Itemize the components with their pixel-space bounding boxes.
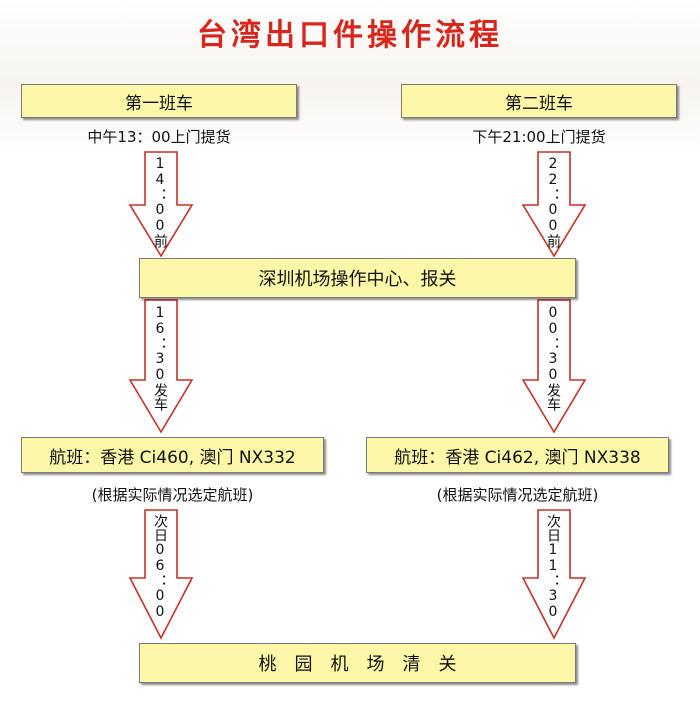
- arrow-down-right-2: [521, 299, 587, 434]
- shift1-box: 第一班车: [21, 84, 297, 118]
- final-box: 桃 园 机 场 清 关: [139, 643, 576, 683]
- center-box: 深圳机场操作中心、报关: [139, 258, 576, 298]
- flight2-label: 航班：香港 Ci462, 澳门 NX338: [394, 447, 641, 468]
- arrow-down-right-3: [521, 509, 587, 640]
- arrow1-right-text: 22：00前: [545, 156, 561, 248]
- center-label: 深圳机场操作中心、报关: [258, 269, 457, 290]
- arrow-down-left-3: [128, 509, 194, 640]
- flight2-box: 航班：香港 Ci462, 澳门 NX338: [366, 437, 669, 473]
- arrow-down-left-1: [128, 151, 194, 258]
- flight1-label: 航班：香港 Ci460, 澳门 NX332: [49, 447, 296, 468]
- shift2-pickup: 下午21:00上门提货: [472, 128, 606, 146]
- arrow3-left-text: 次日06：00: [152, 514, 168, 620]
- page-title: 台湾出口件操作流程: [197, 18, 503, 53]
- shift1-pickup: 中午13：00上门提货: [87, 128, 231, 146]
- arrow1-left-text: 14：00前: [152, 156, 168, 248]
- arrow2-right-text: 00：30发车: [545, 305, 561, 411]
- shift1-label: 第一班车: [125, 93, 193, 114]
- flight1-box: 航班：香港 Ci460, 澳门 NX332: [21, 437, 324, 473]
- arrow2-left-text: 16：30发车: [152, 305, 168, 411]
- final-label: 桃 园 机 场 清 关: [258, 654, 457, 675]
- arrow-down-left-2: [128, 299, 194, 434]
- arrow3-right-text: 次日11：30: [545, 514, 561, 620]
- shift2-label: 第二班车: [505, 93, 573, 114]
- arrow-down-right-1: [521, 151, 587, 258]
- flight1-note: (根据实际情况选定航班): [91, 486, 254, 504]
- flight2-note: (根据实际情况选定航班): [436, 486, 599, 504]
- shift2-box: 第二班车: [401, 84, 677, 118]
